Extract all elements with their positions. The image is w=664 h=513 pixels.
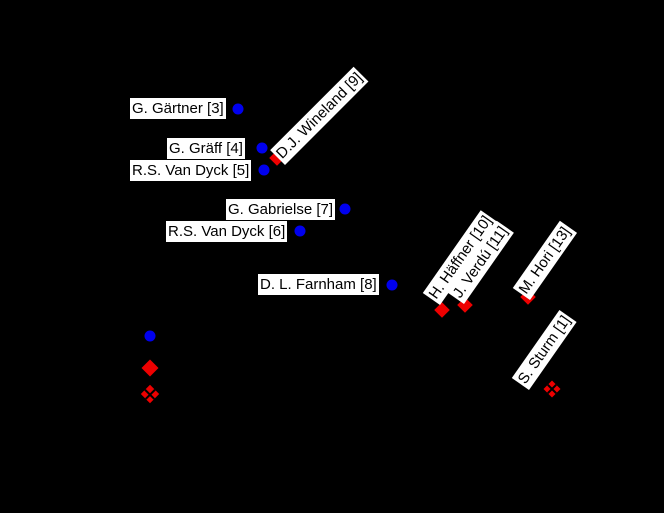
legend-marker-0: [144, 330, 156, 342]
legend-marker-2: [140, 384, 160, 404]
point-label-4: R.S. Van Dyck [6]: [166, 221, 288, 242]
legend-marker-1: [141, 359, 159, 377]
data-point-5: [258, 164, 270, 176]
data-point-1: [543, 380, 561, 398]
point-label-9: M. Hori [13]: [512, 221, 577, 300]
data-point-7: [339, 203, 351, 215]
point-label-3: G. Gabrielse [7]: [226, 199, 336, 220]
data-point-8: [386, 279, 398, 291]
point-label-2: R.S. Van Dyck [5]: [130, 160, 252, 181]
point-label-5: D. L. Farnham [8]: [258, 274, 379, 295]
point-label-6: D.J. Wineland [9]: [270, 66, 369, 165]
data-point-6: [294, 225, 306, 237]
data-point-10: [434, 302, 450, 318]
data-point-4: [256, 142, 268, 154]
point-label-10: S. Sturm [1]: [511, 309, 577, 390]
data-point-3: [232, 103, 244, 115]
point-label-0: G. Gärtner [3]: [130, 98, 226, 119]
point-label-1: G. Gräff [4]: [167, 138, 245, 159]
